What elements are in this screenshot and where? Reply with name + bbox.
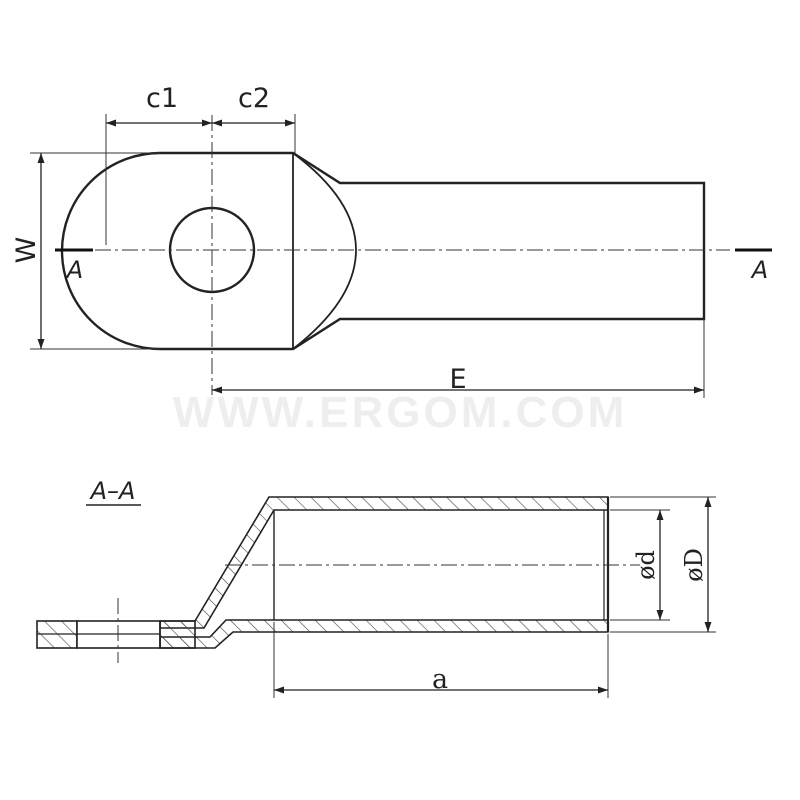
top-view-centerlines [95, 115, 730, 395]
section-mark-left-label: A [65, 256, 83, 284]
dim-D-label: øD [680, 548, 708, 582]
top-view-extension-lines [30, 114, 705, 398]
section-view-dimension-lines [274, 497, 712, 694]
dim-w-label: W [11, 237, 42, 264]
dim-c1-label: c1 [146, 83, 178, 114]
section-view-centerlines [117, 564, 640, 663]
dim-c2-label: c2 [238, 83, 270, 114]
section-mark-right-label: A [750, 256, 768, 284]
top-view [60, 151, 706, 351]
throat-curve-bottom [292, 249, 357, 350]
dim-a-label: a [432, 664, 448, 695]
dim-e-label: E [449, 364, 466, 395]
section-view [36, 496, 610, 649]
lug-outline [60, 151, 706, 351]
section-palm-right [159, 620, 196, 649]
section-upper-wall [159, 496, 609, 629]
top-view-dimension-lines [37, 119, 704, 394]
dim-d-label: ød [632, 550, 660, 580]
section-view-extension-lines [273, 496, 716, 698]
section-lower-wall [159, 619, 609, 649]
watermark-text: WWW.ERGOM.COM [173, 388, 628, 437]
throat-curve-top [292, 152, 357, 251]
section-title: A–A [89, 477, 136, 505]
